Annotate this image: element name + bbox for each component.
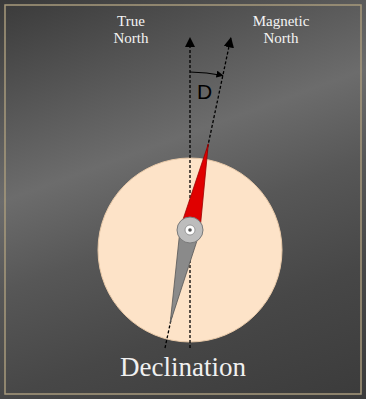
direction-label: Magnetic North xyxy=(240,13,322,48)
declination-arc xyxy=(190,72,223,76)
frame xyxy=(5,5,361,394)
direction-label: True North xyxy=(105,13,157,48)
pivot-cap xyxy=(185,225,195,235)
angle-label: D xyxy=(195,80,215,104)
pivot-dot xyxy=(188,228,192,232)
magnetic-north-line xyxy=(165,38,231,348)
pivot xyxy=(177,217,203,243)
caption: Declination xyxy=(83,352,283,383)
true-north-line xyxy=(189,38,190,348)
